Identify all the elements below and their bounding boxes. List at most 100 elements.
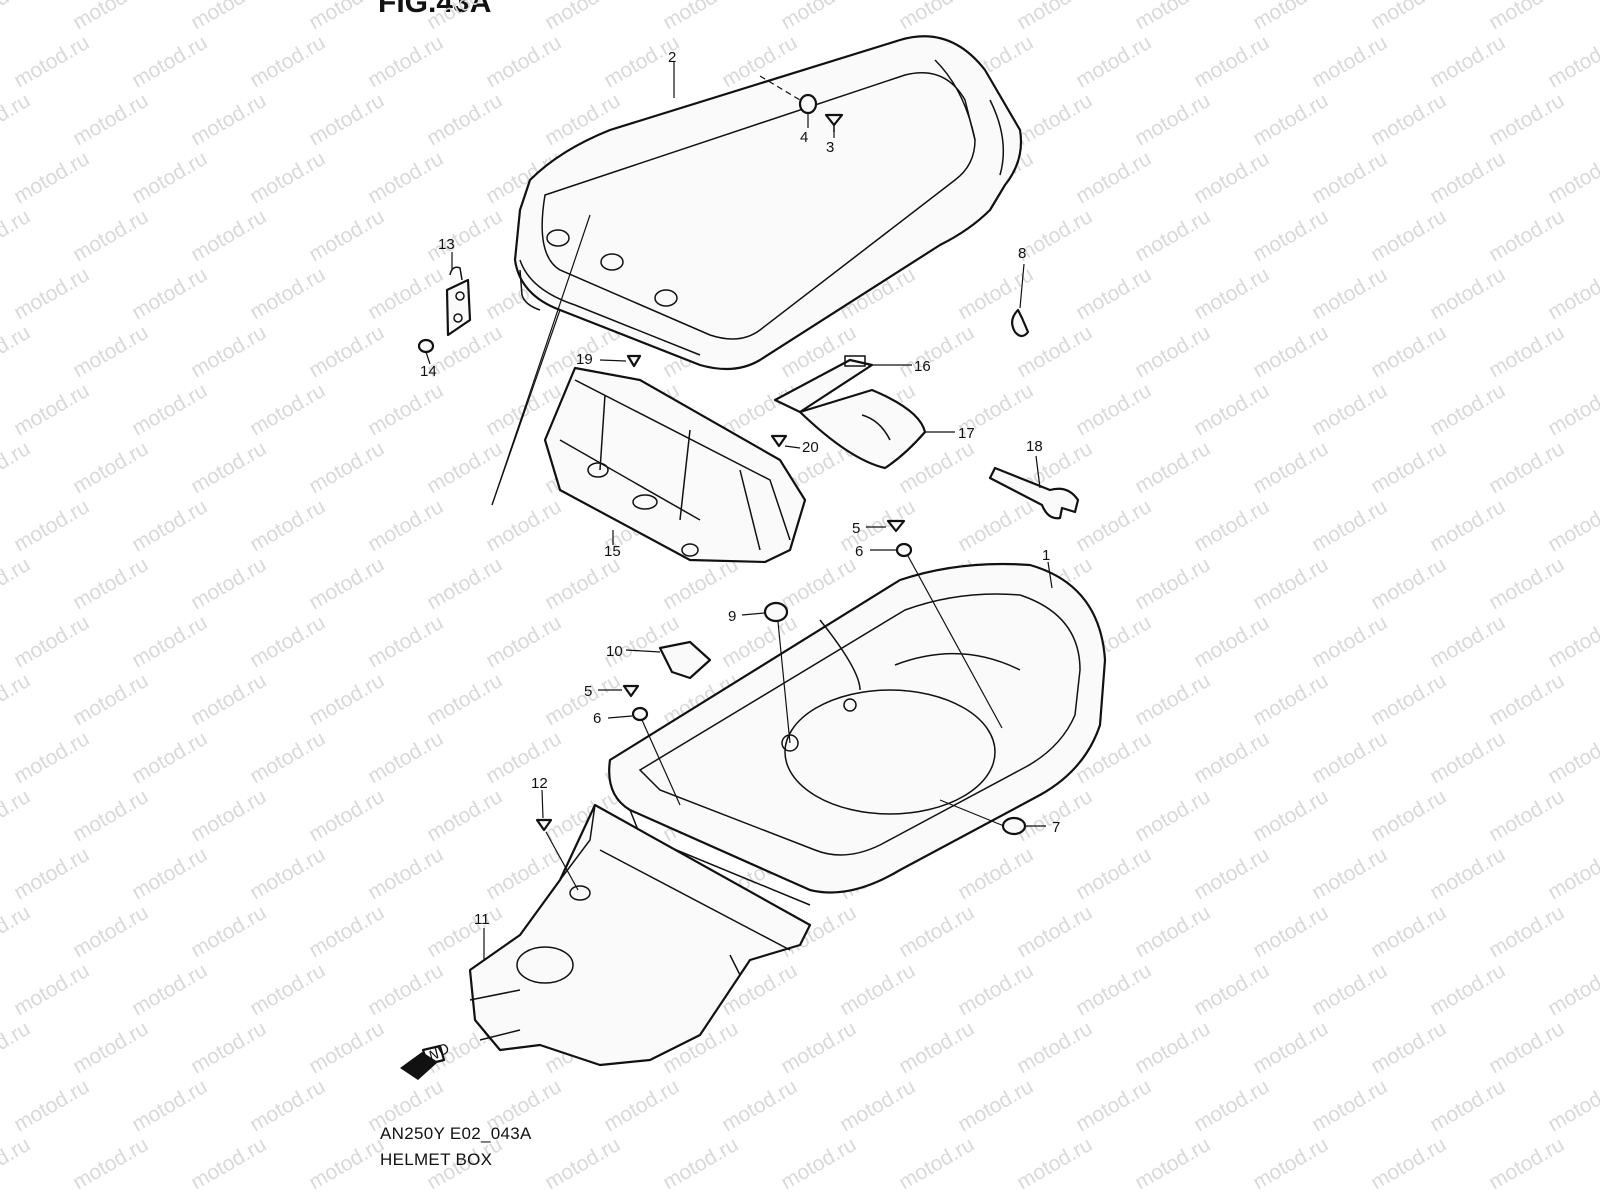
watermark-text: motod.ru	[246, 31, 329, 92]
watermark-text: motod.ru	[1013, 0, 1096, 34]
watermark-text: motod.ru	[187, 205, 270, 266]
watermark-text: motod.ru	[600, 1075, 683, 1136]
drawing-name: HELMET BOX	[380, 1150, 493, 1169]
callout-c8: 8	[1018, 245, 1026, 262]
part-8-clip	[1011, 308, 1030, 338]
watermark-text: motod.ru	[1308, 1075, 1391, 1136]
watermark-text: motod.ru	[1131, 0, 1214, 34]
watermark-text: motod.ru	[1544, 263, 1600, 324]
watermark-text: motod.ru	[1249, 321, 1332, 382]
watermark-text: motod.ru	[1013, 1017, 1096, 1078]
watermark-text: motod.ru	[482, 31, 565, 92]
leader-8	[1019, 263, 1025, 309]
part-6-grommet-left	[631, 706, 681, 806]
watermark-text: motod.ru	[1485, 0, 1568, 34]
watermark-text: motod.ru	[1190, 263, 1273, 324]
watermark-text: motod.ru	[187, 0, 270, 34]
watermark-text: motod.ru	[1249, 89, 1332, 150]
watermark-text: motod.ru	[187, 321, 270, 382]
watermark-text: motod.ru	[246, 959, 329, 1020]
watermark-text: motod.ru	[1367, 669, 1450, 730]
watermark-text: motod.ru	[1485, 1017, 1568, 1078]
watermark-text: motod.ru	[482, 495, 565, 556]
watermark-text: motod.ru	[10, 31, 93, 92]
watermark-text: motod.ru	[10, 495, 93, 556]
part-7-cap	[939, 799, 1027, 836]
watermark-text: motod.ru	[1485, 669, 1568, 730]
watermark-text: motod.ru	[305, 1133, 388, 1194]
watermark-text: motod.ru	[1249, 901, 1332, 962]
callout-c14: 14	[420, 363, 437, 380]
watermark-text: motod.ru	[0, 1133, 34, 1194]
watermark-text: motod.ru	[836, 1075, 919, 1136]
watermark-text: motod.ru	[1544, 843, 1600, 904]
watermark-text: motod.ru	[954, 1075, 1037, 1136]
watermark-text: motod.ru	[128, 843, 211, 904]
watermark-text: motod.ru	[1544, 1075, 1600, 1136]
callout-c4: 4	[800, 129, 808, 146]
watermark-text: motod.ru	[305, 785, 388, 846]
watermark-text: motod.ru	[1426, 611, 1509, 672]
watermark-text: motod.ru	[1131, 321, 1214, 382]
callout-c19: 19	[576, 351, 593, 368]
callout-c9: 9	[728, 608, 736, 625]
watermark-text: motod.ru	[10, 843, 93, 904]
watermark-text: motod.ru	[954, 263, 1037, 324]
watermark-text: motod.ru	[246, 263, 329, 324]
watermark-text: motod.ru	[895, 321, 978, 382]
watermark-text: motod.ru	[836, 959, 919, 1020]
watermark-text: motod.ru	[364, 843, 447, 904]
watermark-text: motod.ru	[1426, 727, 1509, 788]
callout-c12: 12	[531, 775, 548, 792]
watermark-text: motod.ru	[1426, 31, 1509, 92]
part-4-grommet	[759, 75, 818, 115]
watermark-text: motod.ru	[1072, 31, 1155, 92]
watermark-text: motod.ru	[128, 1075, 211, 1136]
watermark-text: motod.ru	[895, 901, 978, 962]
watermark-text: motod.ru	[187, 785, 270, 846]
watermark-text: motod.ru	[1367, 321, 1450, 382]
watermark-text: motod.ru	[1190, 31, 1273, 92]
watermark-text: motod.ru	[69, 437, 152, 498]
watermark-text: motod.ru	[1190, 379, 1273, 440]
callout-c6b: 6	[593, 710, 601, 727]
watermark-text: motod.ru	[0, 205, 34, 266]
watermark-text: motod.ru	[1249, 785, 1332, 846]
part-11-under-cover	[468, 803, 812, 1067]
leader-20	[784, 445, 801, 449]
watermark-text: motod.ru	[659, 553, 742, 614]
watermark-text: motod.ru	[364, 611, 447, 672]
watermark-text: motod.ru	[128, 495, 211, 556]
callout-c6a: 6	[855, 543, 863, 560]
watermark-text: motod.ru	[305, 89, 388, 150]
part-13-bracket	[445, 266, 472, 337]
watermark-text: motod.ru	[69, 553, 152, 614]
watermark-text: motod.ru	[10, 727, 93, 788]
watermark-text: motod.ru	[1072, 495, 1155, 556]
watermark-text: motod.ru	[1190, 147, 1273, 208]
watermark-text: motod.ru	[423, 785, 506, 846]
watermark-text: motod.ru	[69, 785, 152, 846]
part-15-frame	[491, 214, 807, 564]
watermark-text: motod.ru	[1131, 437, 1214, 498]
watermark-text: motod.ru	[10, 1075, 93, 1136]
leader-18	[1035, 455, 1041, 489]
part-19-screw	[626, 354, 642, 368]
watermark-text: motod.ru	[1544, 379, 1600, 440]
callout-c7: 7	[1052, 819, 1060, 836]
watermark-text: motod.ru	[0, 437, 34, 498]
watermark-text: motod.ru	[1249, 1017, 1332, 1078]
watermark-text: motod.ru	[305, 669, 388, 730]
watermark-text: motod.ru	[1308, 379, 1391, 440]
leader-12	[541, 789, 544, 819]
watermark-text: motod.ru	[305, 205, 388, 266]
watermark-text: motod.ru	[364, 263, 447, 324]
watermark-text: motod.ru	[364, 379, 447, 440]
leader-10	[625, 649, 661, 653]
watermark-text: motod.ru	[69, 1133, 152, 1194]
watermark-text: motod.ru	[1072, 843, 1155, 904]
watermark-text: motod.ru	[364, 495, 447, 556]
watermark-text: motod.ru	[1131, 205, 1214, 266]
watermark-text: motod.ru	[10, 147, 93, 208]
watermark-text: motod.ru	[305, 901, 388, 962]
